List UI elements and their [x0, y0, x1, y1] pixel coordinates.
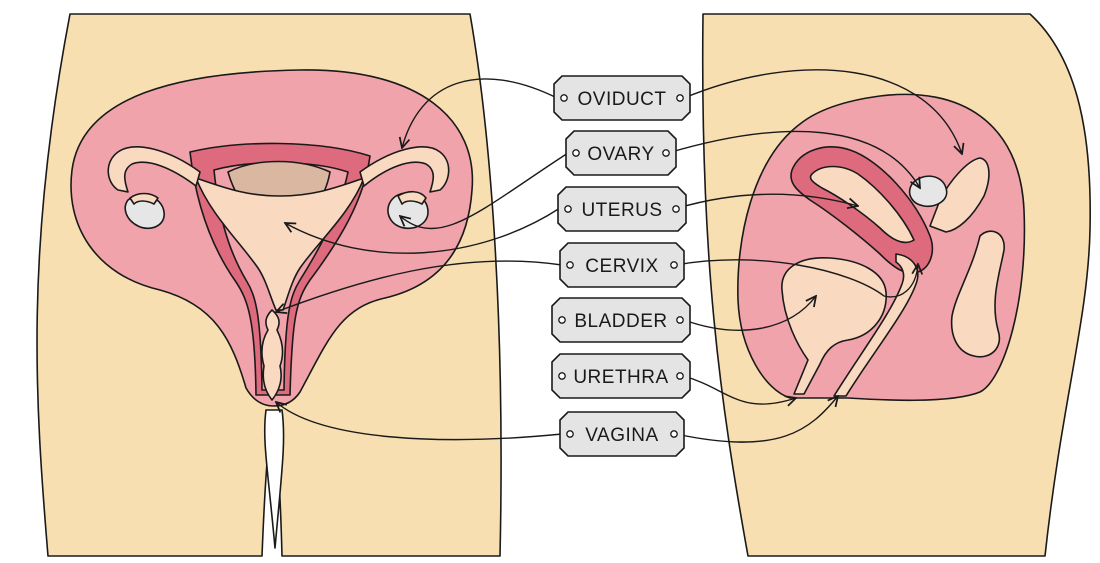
- label-pin-left: [566, 261, 574, 269]
- side-view: [701, 13, 1092, 557]
- label-cervix: CERVIX: [559, 242, 685, 288]
- label-text: VAGINA: [585, 425, 658, 446]
- label-text: BLADDER: [574, 311, 667, 332]
- label-text: URETHRA: [573, 367, 668, 388]
- label-bladder: BLADDER: [551, 297, 691, 343]
- label-tag: [559, 411, 685, 457]
- label-tag: [565, 130, 677, 176]
- label-vagina: VAGINA: [559, 411, 685, 457]
- front-ovary-right-cap: [397, 190, 427, 205]
- arrow-cervix-front: [276, 260, 563, 312]
- arrow-bladder-side: [683, 296, 816, 331]
- label-oviduct: OVIDUCT: [553, 75, 691, 121]
- side-rectum: [950, 230, 1005, 358]
- label-text: OVARY: [587, 144, 654, 165]
- side-uterus-cavity: [809, 165, 915, 244]
- front-view: [36, 13, 502, 557]
- arrow-vagina-side: [675, 396, 838, 443]
- front-vaginal-opening: [263, 409, 285, 549]
- label-pin-right: [676, 372, 684, 380]
- arrow-oviduct-side: [683, 69, 962, 154]
- label-pin-right: [662, 149, 670, 157]
- front-ovary-left-cap: [129, 192, 159, 205]
- label-pin-left: [564, 205, 572, 213]
- label-pin-left: [572, 149, 580, 157]
- label-pin-left: [558, 316, 566, 324]
- arrow-ovary-front: [400, 152, 569, 230]
- side-oviduct: [929, 157, 990, 233]
- label-pin-left: [560, 94, 568, 102]
- label-tag: [559, 242, 685, 288]
- leader-arrows: [276, 69, 962, 443]
- label-text: CERVIX: [585, 256, 658, 277]
- arrow-urethra-side: [683, 375, 796, 404]
- label-tag: [551, 353, 691, 399]
- label-text: UTERUS: [581, 200, 662, 221]
- arrow-uterus-front: [285, 207, 561, 254]
- label-ovary: OVARY: [565, 130, 677, 176]
- label-pin-left: [566, 430, 574, 438]
- arrow-oviduct-front: [402, 78, 558, 148]
- arrow-ovary-side: [667, 130, 920, 188]
- label-text: OVIDUCT: [578, 89, 667, 110]
- label-urethra: URETHRA: [551, 353, 691, 399]
- label-pin-left: [558, 372, 566, 380]
- label-pin-right: [670, 261, 678, 269]
- label-pin-right: [676, 316, 684, 324]
- arrow-uterus-side: [677, 193, 858, 208]
- front-oviduct-right: [359, 146, 450, 193]
- label-tag: [557, 186, 687, 232]
- front-cervical-canal: [261, 309, 284, 401]
- label-pin-right: [676, 94, 684, 102]
- label-pin-right: [672, 205, 680, 213]
- arrow-cervix-side: [675, 259, 918, 298]
- labels: OVIDUCT OVARY UTERUS CERVIX BLADDER: [551, 75, 691, 457]
- front-uterus-cavity: [195, 177, 365, 311]
- label-uterus: UTERUS: [557, 186, 687, 232]
- side-bladder: [781, 257, 887, 395]
- label-pin-right: [670, 430, 678, 438]
- label-tag: [553, 75, 691, 121]
- arrow-vagina-front: [276, 402, 563, 441]
- front-oviduct-left: [107, 146, 201, 193]
- label-tag: [551, 297, 691, 343]
